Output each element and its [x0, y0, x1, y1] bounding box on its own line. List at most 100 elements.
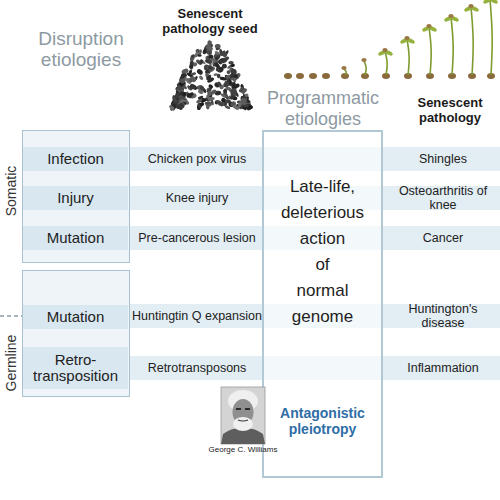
sprout [341, 66, 349, 79]
seed [322, 73, 330, 79]
seed-grain [186, 93, 189, 98]
pathology-label: Inflammation [388, 356, 498, 380]
group-box: GermlineMutationRetro- transposition [22, 270, 130, 397]
seed-grain [224, 105, 231, 110]
seed-grain [197, 95, 203, 100]
sprout [444, 14, 460, 79]
column-heading: Programmatic etiologies [258, 88, 388, 130]
etiology-row: Mutation [23, 226, 128, 250]
seed-grain [217, 74, 221, 79]
seed-grain [220, 50, 228, 58]
etiology-row: Mutation [23, 305, 128, 329]
sprout-leaf [490, 0, 499, 5]
photo-caption: George C. Williams [203, 445, 283, 455]
sprout-stem [429, 27, 431, 75]
portrait-photo [221, 387, 265, 444]
seed-grain [230, 63, 235, 67]
sprout [378, 48, 394, 79]
program-text: Late-life, deleterious action of normal … [273, 174, 373, 330]
seed-grain [175, 103, 183, 111]
cause-label: Chicken pox virus [130, 147, 264, 171]
cause-label: Huntingtin Q expansion [130, 304, 264, 328]
sprout-sequence [284, 0, 498, 79]
pathology-label: Huntington's disease [388, 304, 498, 328]
dashed-divider [0, 315, 22, 317]
column-heading: Disruption etiologies [25, 28, 137, 70]
seed-grain [208, 54, 214, 59]
group-label: Germline [3, 325, 19, 401]
seed-grain [196, 68, 204, 76]
group-box: SomaticInfectionInjuryMutation [22, 130, 130, 263]
photo-frame [221, 387, 265, 444]
seed-grain [169, 104, 176, 111]
etiology-label: Mutation [23, 226, 128, 250]
seed-grain [182, 91, 187, 96]
photo-mouth [238, 420, 248, 421]
program-box: Late-life, deleterious action of normal … [262, 130, 383, 478]
seed-grain [208, 83, 214, 89]
theory-label: Antagonistic pleiotropy [267, 405, 378, 437]
seed-grain [189, 75, 197, 83]
seed-grain [176, 84, 181, 91]
pathology-label: Shingles [388, 147, 498, 171]
photo-hair [228, 390, 258, 412]
seed-grain [190, 61, 195, 66]
etiology-row: Injury [23, 186, 128, 210]
seed-coat [468, 4, 473, 8]
pathology-heading: Senescent pathology [405, 95, 495, 125]
pathology-label: Osteoarthritis of knee [388, 186, 498, 210]
seed-coat [404, 36, 409, 40]
seed-grain [179, 78, 185, 83]
seed-grain [206, 77, 214, 84]
pathology-label: Cancer [388, 226, 498, 250]
seed-grain [206, 63, 212, 70]
sprout-stem [451, 17, 453, 75]
seed-grain [188, 69, 193, 75]
photo-eye [245, 408, 250, 410]
sprout-stem [407, 39, 409, 75]
seed-grain [181, 73, 187, 77]
etiology-label: Injury [23, 186, 128, 210]
seed-grain [207, 65, 213, 70]
seed-grain [202, 49, 207, 55]
seed-grain [200, 59, 206, 65]
seed-grain [214, 43, 221, 49]
seed [296, 73, 304, 79]
photo-shoulders [221, 428, 265, 444]
cause-label: Pre-cancerous lesion [130, 226, 264, 250]
seed-grain [205, 102, 211, 105]
photo-face [233, 399, 254, 425]
sprout-stem [490, 0, 492, 75]
seed-grain [189, 83, 196, 90]
seed [284, 73, 292, 79]
photo-beard [233, 417, 253, 431]
seed-grain [220, 93, 227, 99]
etiology-label: Retro- transposition [23, 347, 128, 389]
seed-heading: Senescent pathology seed [155, 6, 265, 36]
seed [309, 73, 317, 79]
sprout [422, 24, 438, 79]
seed-grain [208, 65, 216, 73]
sprout [483, 0, 499, 79]
seed-grain [198, 49, 202, 55]
sprout-stem [471, 7, 473, 75]
photo-eye [236, 408, 241, 410]
sprout-stem [385, 51, 387, 75]
cause-label: Knee injury [130, 186, 264, 210]
seed-grain [242, 98, 247, 105]
etiology-row: Infection [23, 147, 128, 171]
seed-grain [169, 104, 176, 111]
etiology-row: Retro- transposition [23, 347, 128, 389]
seed-grain [215, 99, 224, 107]
sprout [400, 36, 416, 79]
etiology-label: Infection [23, 147, 128, 171]
seed-grain [198, 75, 204, 81]
seed-grain [199, 102, 204, 107]
seed-grain [205, 43, 214, 51]
seed-grain [241, 88, 248, 95]
seed-grain [225, 74, 231, 80]
seed-grain [223, 81, 230, 88]
sprout [464, 4, 480, 79]
